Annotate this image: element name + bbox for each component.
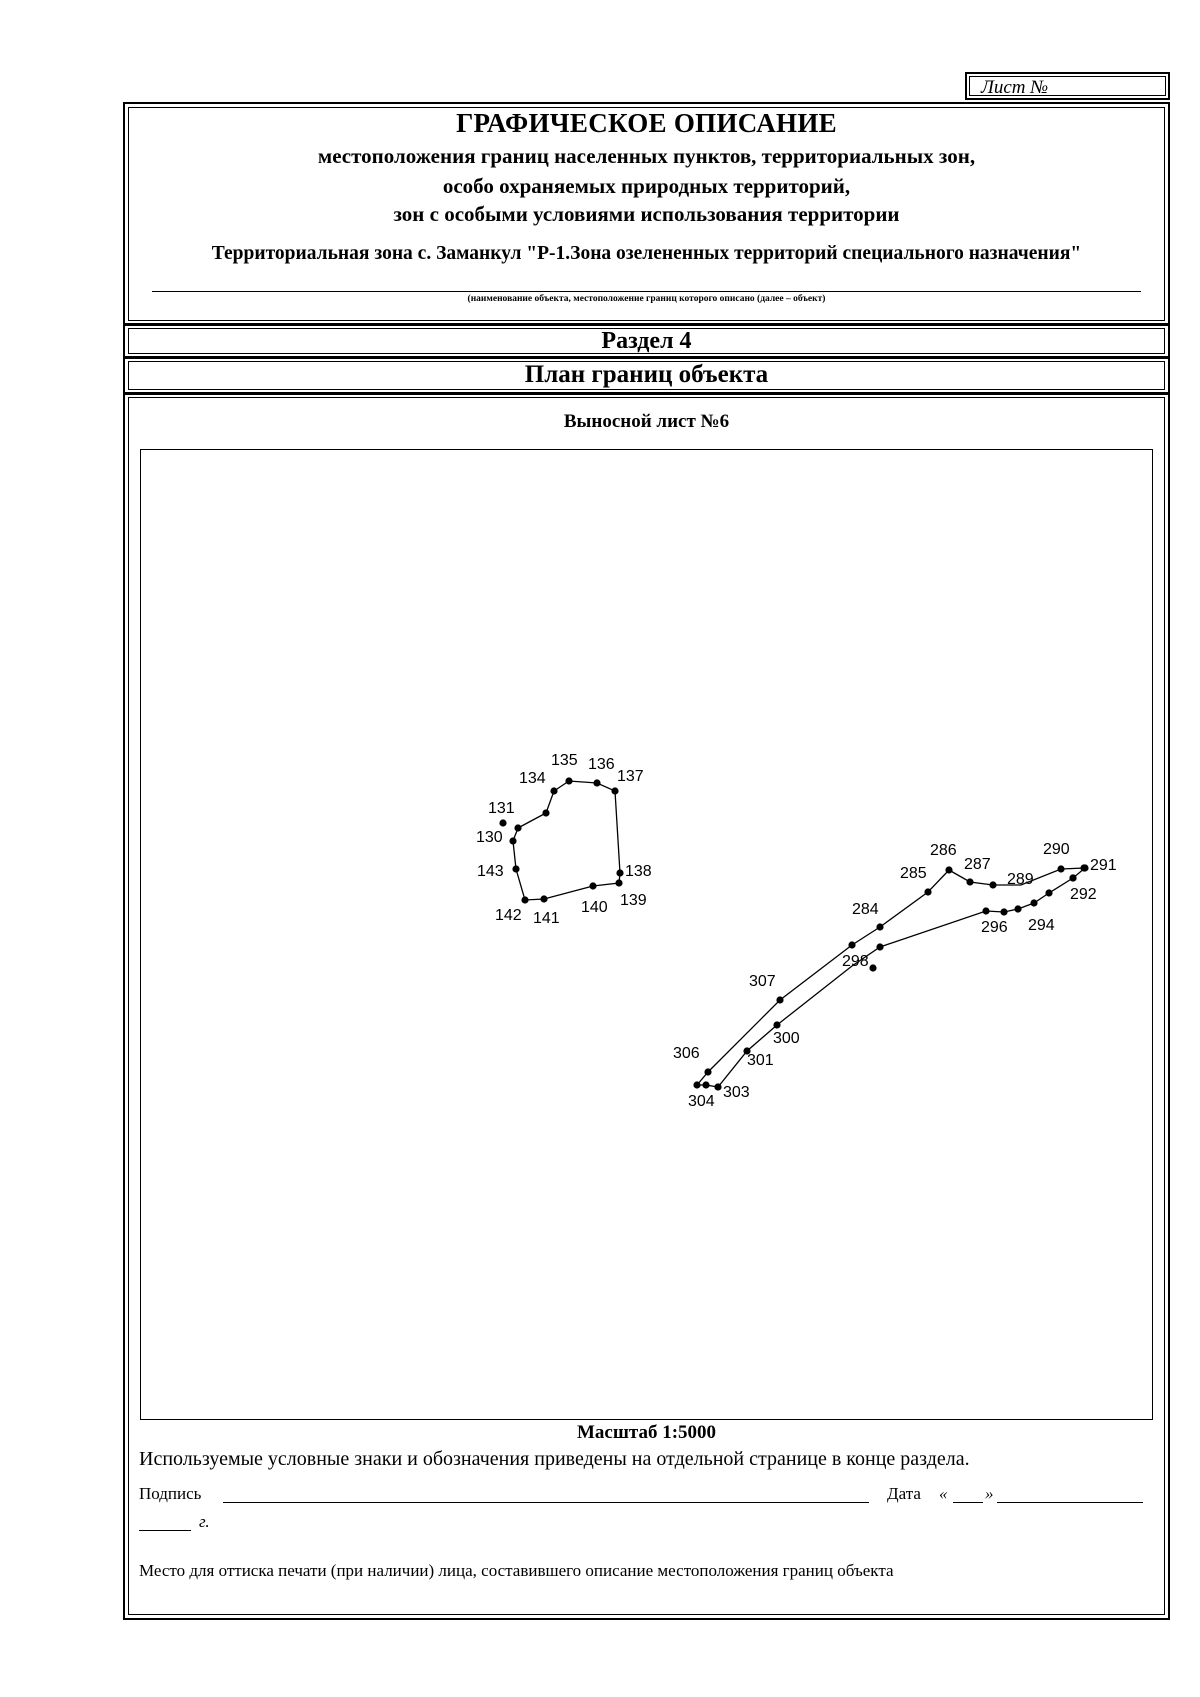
boundary-point-130 [509, 837, 517, 845]
legend-note: Используемые условные знаки и обозначени… [139, 1448, 970, 1470]
boundary-vertex-4 [982, 907, 990, 915]
signature-line [223, 1502, 869, 1503]
point-label-134: 134 [519, 770, 546, 787]
point-label-296: 296 [981, 919, 1008, 936]
point-label-291: 291 [1090, 857, 1117, 874]
boundary-point-141 [540, 895, 548, 903]
section-row: Раздел 4 [123, 323, 1170, 359]
point-label-284: 284 [852, 901, 879, 918]
point-label-303: 303 [723, 1084, 750, 1101]
boundary-point-131 [514, 824, 522, 832]
year-row: г. [139, 1512, 339, 1534]
date-open-quote: « [939, 1484, 948, 1503]
point-label-301: 301 [747, 1052, 774, 1069]
document-subtitle-line-3: зон с особыми условиями использования те… [393, 202, 900, 226]
boundary-point-287 [966, 878, 974, 886]
signature-label: Подпись [139, 1484, 202, 1503]
point-label-292: 292 [1070, 886, 1097, 903]
object-caption: (наименование объекта, местоположение гр… [467, 294, 826, 304]
boundary-point-142 [521, 896, 529, 904]
point-label-285: 285 [900, 865, 927, 882]
boundary-point-143 [512, 865, 520, 873]
boundary-vertex-9 [869, 964, 877, 972]
boundary-point-303 [714, 1083, 722, 1091]
year-line [139, 1530, 191, 1531]
boundary-vertex-3 [848, 941, 856, 949]
point-label-137: 137 [617, 768, 644, 785]
remote-sheet-label: Выносной лист №6 [563, 411, 730, 432]
point-label-294: 294 [1028, 917, 1055, 934]
date-label: Дата [887, 1484, 921, 1503]
boundary-vertex-1 [499, 819, 507, 827]
point-label-140: 140 [581, 899, 608, 916]
boundary-point-304 [693, 1081, 701, 1089]
point-label-141: 141 [533, 910, 560, 927]
date-month-line [997, 1502, 1143, 1503]
sheet-number-box: Лист № [965, 72, 1170, 100]
point-label-138: 138 [625, 863, 652, 880]
boundary-vertex-6 [1045, 889, 1053, 897]
document-title: ГРАФИЧЕСКОЕ ОПИСАНИЕ [456, 108, 837, 138]
boundary-vertex-5 [1000, 908, 1008, 916]
section-label: Раздел 4 [601, 328, 692, 354]
point-label-139: 139 [620, 892, 647, 909]
point-label-143: 143 [477, 863, 504, 880]
document-subtitle-line-1: местоположения границ населенных пунктов… [317, 144, 976, 168]
boundary-point-307 [776, 996, 784, 1004]
boundary-point-300 [773, 1021, 781, 1029]
point-label-300: 300 [773, 1030, 800, 1047]
stamp-note: Место для оттиска печати (при наличии) л… [139, 1561, 894, 1580]
point-label-136: 136 [588, 756, 615, 773]
boundary-point-296 [1014, 905, 1022, 913]
boundary-point-134 [550, 787, 558, 795]
boundary-point-140 [589, 882, 597, 890]
date-day-line [953, 1502, 983, 1503]
boundary-point-290 [1057, 865, 1065, 873]
point-label-142: 142 [495, 907, 522, 924]
boundary-vertex-8 [702, 1081, 710, 1089]
signature-row: Подпись Дата « » [139, 1484, 1159, 1506]
boundary-vertex-2 [542, 809, 550, 817]
object-name: Территориальная зона с. Заманкул "Р-1.Зо… [211, 243, 1082, 264]
boundary-point-136 [593, 779, 601, 787]
point-label-286: 286 [930, 842, 957, 859]
boundary-point-138 [616, 869, 624, 877]
document-header: ГРАФИЧЕСКОЕ ОПИСАНИЕ местоположения гран… [123, 102, 1170, 326]
point-label-131: 131 [488, 800, 515, 817]
point-label-298: 298 [842, 953, 869, 970]
point-label-306: 306 [673, 1045, 700, 1062]
boundary-point-294 [1030, 899, 1038, 907]
boundary-point-135 [565, 777, 573, 785]
point-label-289: 289 [1007, 871, 1034, 888]
boundary-point-289 [989, 881, 997, 889]
object-name-underline [152, 291, 1141, 292]
point-label-290: 290 [1043, 841, 1070, 858]
point-label-287: 287 [964, 856, 991, 873]
sheet-number-label: Лист № [981, 77, 1049, 98]
plan-title: План границ объекта [524, 361, 769, 388]
boundary-point-298 [876, 943, 884, 951]
year-suffix: г. [199, 1512, 210, 1531]
boundary-point-292 [1069, 874, 1077, 882]
point-label-304: 304 [688, 1093, 715, 1110]
boundary-point-286 [945, 866, 953, 874]
plan-title-row: План границ объекта [123, 356, 1170, 395]
point-label-307: 307 [749, 973, 776, 990]
boundary-point-284 [876, 923, 884, 931]
boundary-contour-1 [512, 780, 621, 901]
date-close-quote: » [985, 1484, 994, 1503]
boundary-point-291 [1081, 864, 1089, 872]
boundary-point-137 [611, 787, 619, 795]
point-label-130: 130 [476, 829, 503, 846]
boundary-point-306 [704, 1068, 712, 1076]
point-label-135: 135 [551, 752, 578, 769]
document-subtitle-line-2: особо охраняемых природных территорий, [442, 174, 851, 198]
boundary-point-301 [743, 1047, 751, 1055]
scale-label: Масштаб 1:5000 [576, 1422, 717, 1443]
boundary-point-139 [615, 879, 623, 887]
boundary-point-285 [924, 888, 932, 896]
